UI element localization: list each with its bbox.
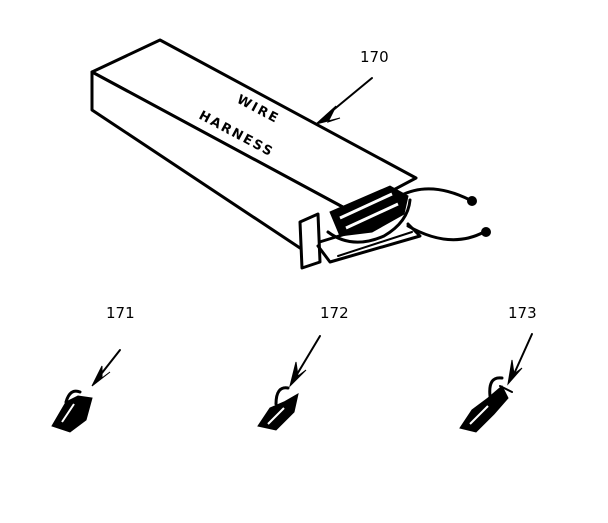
coil-stripe-2 xyxy=(345,202,399,230)
wire-lower xyxy=(406,224,486,242)
coil-stripe-1 xyxy=(339,192,393,220)
box-front-face xyxy=(90,70,354,250)
terminal-171 xyxy=(51,389,93,433)
wire-harness-illustration: WIRE HARNESS xyxy=(90,38,491,270)
wire-upper xyxy=(398,187,472,202)
arrow-172 xyxy=(289,335,321,388)
wire-upper-end xyxy=(467,196,477,206)
part-number-170: 170 xyxy=(360,48,389,66)
arrow-170 xyxy=(315,77,373,125)
box-tray-edge xyxy=(337,231,413,257)
arrow-171 xyxy=(91,349,121,387)
part-number-171: 171 xyxy=(106,304,135,322)
part-number-172: 172 xyxy=(320,304,349,322)
coil-dark xyxy=(329,185,409,237)
terminal-173 xyxy=(459,376,513,433)
part-number-173: 173 xyxy=(508,304,537,322)
terminal-172 xyxy=(257,386,299,431)
box-end-flap xyxy=(298,212,322,270)
coil-loop xyxy=(326,198,412,244)
arrow-173 xyxy=(507,333,533,386)
wire-lower-end xyxy=(481,227,491,237)
